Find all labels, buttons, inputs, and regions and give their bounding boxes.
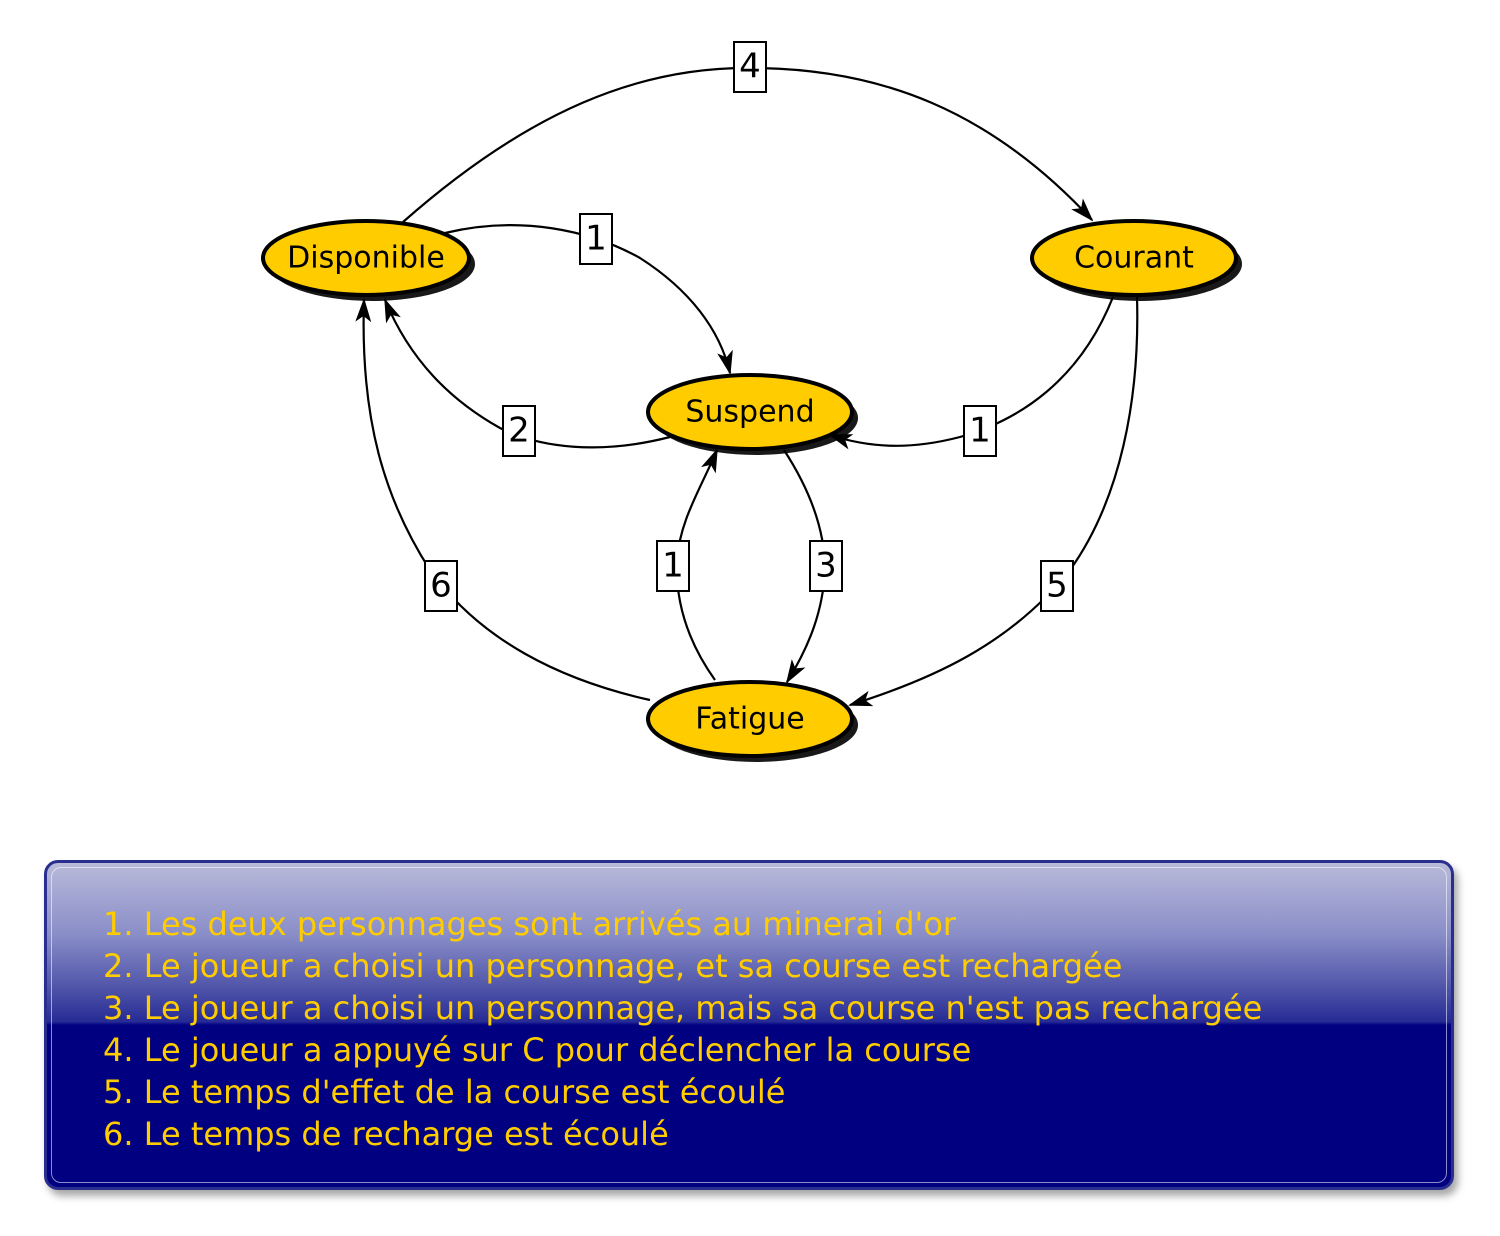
- node-courant: Courant: [1030, 219, 1242, 301]
- edge-label-disponible-courant: 4: [733, 41, 767, 93]
- node-suspend: Suspend: [646, 373, 858, 455]
- legend-inner-border: [51, 867, 1447, 1183]
- node-fatigue: Fatigue: [646, 680, 858, 762]
- legend-item: 3. Le joueur a choisi un personnage, mai…: [103, 989, 1263, 1027]
- node-disponible: Disponible: [261, 219, 475, 301]
- legend-item: 5. Le temps d'effet de la course est éco…: [103, 1073, 786, 1111]
- edge-label-text: 1: [662, 546, 684, 586]
- edge-label-suspend-disponible: 2: [502, 405, 536, 457]
- node-suspend-label: Suspend: [685, 395, 814, 430]
- legend-item: 1. Les deux personnages sont arrivés au …: [103, 905, 957, 943]
- node-fatigue-label: Fatigue: [695, 702, 805, 737]
- node-disponible-label: Disponible: [287, 241, 445, 276]
- edge-suspend-disponible: [383, 298, 671, 449]
- edge-label-fatigue-disponible: 6: [424, 560, 458, 612]
- legend-list: 1. Les deux personnages sont arrivés au …: [103, 903, 1262, 1155]
- legend-panel: 1. Les deux personnages sont arrivés au …: [44, 860, 1454, 1190]
- edge-label-text: 5: [1046, 566, 1068, 606]
- node-courant-shape: [1030, 219, 1238, 297]
- state-diagram: Disponible Courant Suspend Fatigue 4 1 2…: [261, 41, 1242, 762]
- edge-label-text: 1: [969, 411, 991, 451]
- edge-fatigue-disponible: [355, 298, 651, 702]
- edge-label-text: 2: [508, 411, 530, 451]
- edge-label-text: 1: [585, 219, 607, 259]
- node-courant-label: Courant: [1074, 241, 1194, 276]
- node-disponible-shape: [261, 219, 471, 297]
- legend-item: 4. Le joueur a appuyé sur C pour déclenc…: [103, 1031, 972, 1069]
- edge-label-fatigue-suspend: 1: [656, 540, 690, 592]
- edge-courant-fatigue: [848, 296, 1139, 707]
- legend-item: 6. Le temps de recharge est écoulé: [103, 1115, 669, 1153]
- edge-label-text: 4: [739, 47, 761, 87]
- legend-item: 2. Le joueur a choisi un personnage, et …: [103, 947, 1123, 985]
- edge-label-disponible-suspend: 1: [579, 213, 613, 265]
- edge-label-text: 6: [430, 566, 452, 606]
- node-suspend-shape: [646, 373, 854, 451]
- edge-label-courant-suspend: 1: [963, 405, 997, 457]
- edge-label-suspend-fatigue: 3: [809, 540, 843, 592]
- edge-label-text: 3: [815, 546, 837, 586]
- edge-label-courant-fatigue: 5: [1040, 560, 1074, 612]
- edge-disponible-suspend: [444, 224, 733, 375]
- node-fatigue-shape: [646, 680, 854, 758]
